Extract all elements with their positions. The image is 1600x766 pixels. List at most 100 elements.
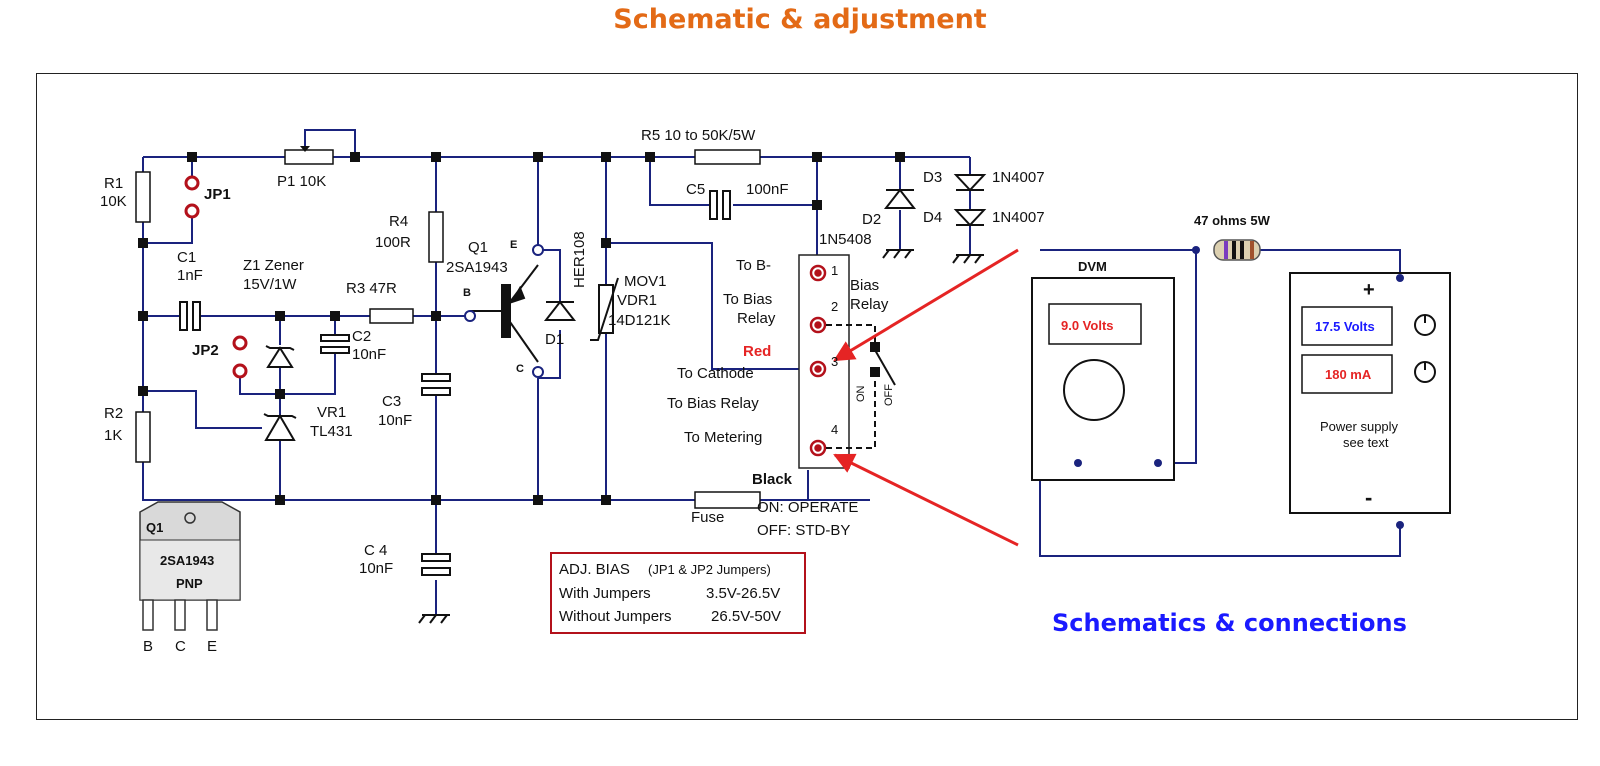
c5-name: C5 [686, 181, 705, 198]
capacitor-c3 [421, 373, 451, 396]
switch-on-label: ON [855, 385, 867, 402]
wires [142, 129, 1401, 615]
diode-d1 [543, 300, 577, 321]
pin-e-label: E [510, 239, 517, 251]
c2-value: 10nF [352, 346, 386, 363]
c1-value: 1nF [177, 267, 203, 284]
d4-value: 1N4007 [992, 209, 1045, 226]
mov1-value: 14D121K [608, 312, 671, 329]
adj-subtitle: (JP1 & JP2 Jumpers) [648, 562, 771, 577]
q1-name: Q1 [468, 239, 488, 256]
d2-name: D2 [862, 211, 881, 228]
diode-d2 [883, 188, 917, 209]
bias-relay-switch [826, 324, 896, 449]
r4-name: R4 [389, 213, 408, 230]
jp2-label: JP2 [192, 342, 219, 359]
pin-b-label: B [463, 287, 471, 299]
d2-value: 1N5408 [819, 231, 872, 248]
conn-pin-4: 4 [831, 422, 838, 437]
resistor-r1 [135, 171, 151, 223]
conn-red: Red [743, 343, 771, 360]
ps-label-2: see text [1343, 435, 1389, 450]
conn-to-bias-relay2: To Bias Relay [667, 395, 759, 412]
on-operate: ON: OPERATE [757, 499, 858, 516]
conn-to-metering: To Metering [684, 429, 762, 446]
vr1-value: TL431 [310, 423, 353, 440]
conn-pin-1: 1 [831, 263, 838, 278]
adj-title: ADJ. BIAS [559, 561, 630, 578]
page-title: Schematic & adjustment [613, 4, 987, 35]
package-type: PNP [176, 576, 203, 591]
package-pin-c: C [175, 638, 186, 655]
resistor-r3 [369, 308, 414, 324]
ps-voltage: 17.5 Volts [1315, 319, 1375, 334]
zener-z1 [265, 345, 295, 368]
vr1-name: VR1 [317, 404, 346, 421]
ps-knobs[interactable] [1414, 314, 1436, 383]
conn-to-bias-a: To Bias [723, 291, 772, 308]
conn-pin-2: 2 [831, 299, 838, 314]
ps-voltage-display [1301, 306, 1393, 346]
mov1-name: MOV1 [624, 273, 667, 290]
q1-package [139, 501, 241, 631]
connections-caption: Schematics & connections [1052, 609, 1407, 637]
z1-name: Z1 Zener [243, 257, 304, 274]
dvm-display [1048, 303, 1142, 345]
c5-value: 100nF [746, 181, 789, 198]
capacitor-c1 [179, 301, 201, 331]
d3-name: D3 [923, 169, 942, 186]
ps-current: 180 mA [1325, 367, 1372, 382]
adj-row2-value: 26.5V-50V [711, 608, 781, 625]
transistor-pins [464, 244, 544, 378]
package-pin-b: B [143, 638, 153, 655]
dvm-reading: 9.0 Volts [1061, 318, 1114, 333]
red-arrows [833, 248, 1019, 547]
r1-value: 10K [100, 193, 127, 210]
capacitor-c5 [709, 190, 731, 220]
conn-to-cathode: To Cathode [677, 365, 754, 382]
r5-label: R5 10 to 50K/5W [641, 127, 756, 144]
package-pin-e: E [207, 638, 217, 655]
jumper-pads [184, 175, 248, 379]
conn-to-b: To B- [736, 257, 771, 274]
d3-value: 1N4007 [992, 169, 1045, 186]
package-part: 2SA1943 [160, 553, 214, 568]
q1-value: 2SA1943 [446, 259, 508, 276]
c3-value: 10nF [378, 412, 412, 429]
switch-off-label: OFF [883, 384, 895, 406]
resistor-r5 [694, 149, 761, 165]
adj-row1-label: With Jumpers [559, 585, 651, 602]
transistor-q1 [470, 264, 539, 363]
resistor-47-label: 47 ohms 5W [1194, 213, 1271, 228]
r2-name: R2 [104, 405, 123, 422]
connector-terminals [809, 264, 827, 457]
capacitor-c2 [320, 334, 350, 354]
fuse [694, 491, 761, 509]
off-standby: OFF: STD-BY [757, 522, 850, 539]
resistor-r2 [135, 411, 151, 463]
diode-d4 [953, 209, 987, 227]
junction-dots [138, 152, 905, 505]
capacitor-c4 [421, 553, 451, 576]
connector-block [798, 254, 850, 469]
r4-value: 100R [375, 234, 411, 251]
r3-label: R3 47R [346, 280, 397, 297]
resistor-47-ohm [1213, 239, 1261, 261]
diode-d3 [953, 174, 987, 192]
labels: R1 10K JP1 P1 10K R5 10 to 50K/5W C5 100… [100, 127, 1407, 655]
adj-bias-box [550, 552, 806, 634]
ps-plus: + [1363, 279, 1375, 301]
pin-c-label: C [516, 363, 524, 375]
fuse-label: Fuse [691, 509, 724, 526]
ps-current-display [1301, 354, 1393, 394]
r1-name: R1 [104, 175, 123, 192]
c4-value: 10nF [359, 560, 393, 577]
conn-pin-3: 3 [831, 354, 838, 369]
c1-name: C1 [177, 249, 196, 266]
dvm-label: DVM [1078, 259, 1107, 274]
r2-value: 1K [104, 427, 122, 444]
conn-black: Black [752, 471, 793, 488]
regulator-vr1 [263, 413, 297, 441]
meter-dots [1074, 246, 1404, 529]
